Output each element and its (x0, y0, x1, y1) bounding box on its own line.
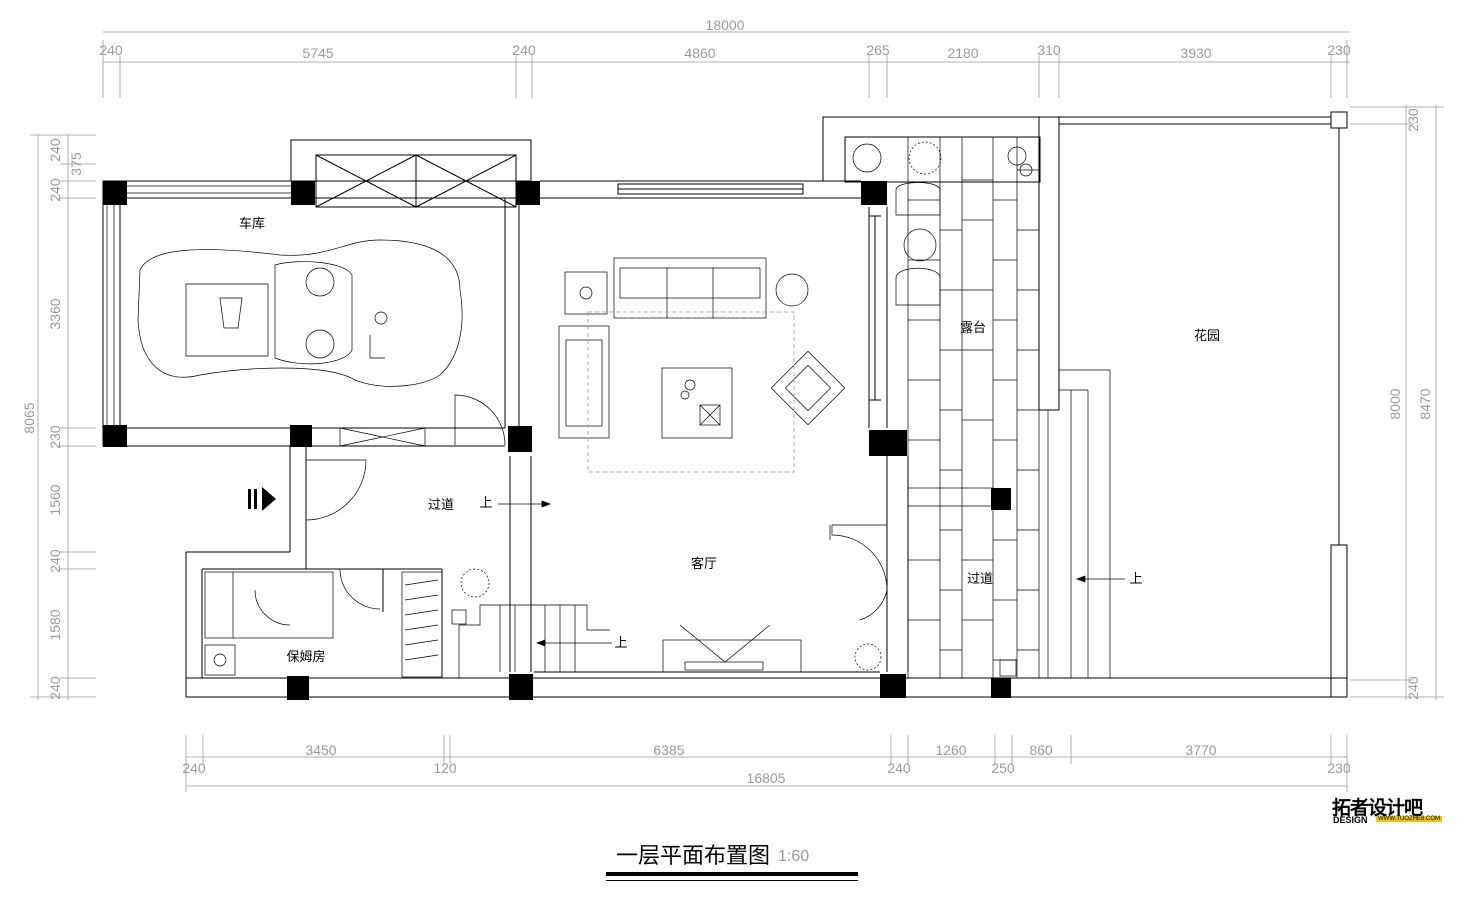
wardrobe-icon (401, 571, 443, 678)
dim-top-2: 5745 (302, 45, 333, 61)
nightstand-icon (204, 644, 236, 676)
top-dimension-chain: 18000 240 5745 240 4860 265 2180 310 393… (99, 17, 1351, 98)
dim-left-1: 240 (47, 138, 63, 162)
dim-bottom-10: 230 (1327, 760, 1351, 776)
drawing-title: 一层平面布置图 (616, 844, 771, 869)
dim-left-2: 375 (68, 152, 84, 176)
side-table-icon (564, 271, 809, 315)
terrace-paving (907, 137, 1111, 678)
dim-right-outer: 8470 (1417, 388, 1433, 419)
dim-top-9: 230 (1327, 42, 1351, 58)
up-label-2: 上 (614, 636, 627, 651)
dim-bottom-6: 240 (182, 760, 206, 776)
dim-top-5: 265 (866, 42, 890, 58)
doors (305, 394, 888, 621)
dim-top-6: 2180 (947, 45, 978, 61)
nanny-room-label: 保姆房 (286, 649, 325, 665)
dim-bottom-1: 3450 (305, 742, 336, 758)
dim-left-9: 240 (47, 676, 63, 700)
dim-right-1: 230 (1405, 108, 1421, 132)
up-label-3: 上 (1129, 572, 1142, 587)
drawing-scale: 1:60 (778, 848, 810, 865)
up-arrows (498, 500, 1125, 647)
rug-outline (587, 311, 795, 473)
dim-left-6: 1560 (47, 484, 63, 515)
dim-top-4: 4860 (684, 45, 715, 61)
drawing-title-block: 一层平面布置图 1:60 (606, 836, 858, 886)
plant-icon (460, 141, 1033, 677)
dim-bottom-7: 120 (433, 760, 457, 776)
dim-right-inner: 8000 (1387, 388, 1403, 419)
dim-right-2: 240 (1405, 676, 1421, 700)
dim-bottom-9: 250 (991, 760, 1015, 776)
dim-bottom-4: 860 (1029, 742, 1053, 758)
dim-top-total: 18000 (706, 17, 745, 33)
dim-left-total: 8065 (21, 402, 37, 433)
corridor-left-label: 过道 (428, 498, 454, 513)
dim-left-3: 240 (47, 178, 63, 202)
title-underline-thick (606, 872, 858, 876)
dim-left-8: 1580 (47, 609, 63, 640)
site-logo: 拓者设计吧 DESIGN WWW.TUOZHE8.COM (1332, 793, 1442, 829)
dim-bottom-5: 3770 (1185, 742, 1216, 758)
dim-top-1: 240 (99, 42, 123, 58)
dim-left-7: 240 (47, 549, 63, 573)
dim-bottom-8: 240 (887, 760, 911, 776)
logo-url: WWW.TUOZHE8.COM (1376, 816, 1442, 822)
up-label-1: 上 (479, 496, 492, 511)
dim-top-3: 240 (512, 42, 536, 58)
terrace-chairs-icon (895, 182, 941, 306)
dim-bottom-total: 16805 (747, 770, 786, 786)
dim-top-7: 310 (1037, 42, 1061, 58)
armchair-icon (770, 350, 846, 426)
garden-label: 花园 (1194, 328, 1220, 344)
left-dimension-chain: 8065 240 375 240 3360 230 1560 240 1580 … (21, 134, 96, 700)
structural-columns (103, 181, 1011, 700)
bed-icon (204, 571, 334, 639)
title-underline-thin (606, 880, 858, 881)
garage-label: 车库 (239, 216, 265, 232)
bottom-dimension-chain: 3450 6385 1260 860 3770 240 120 240 250 … (182, 735, 1351, 792)
tv-cabinet-icon (662, 624, 802, 673)
entrance-arrow-icon (248, 487, 276, 511)
logo-subtext: DESIGN (1333, 815, 1368, 825)
dim-top-8: 3930 (1180, 45, 1211, 61)
staircase-icon (451, 604, 610, 678)
sofa-icon (558, 257, 767, 439)
dim-left-5: 230 (47, 425, 63, 449)
terrace-label: 露台 (960, 321, 986, 336)
logo-text: 拓者设计吧 (1332, 797, 1423, 819)
corridor-right-label: 过道 (967, 572, 993, 587)
coffee-table-icon (661, 367, 733, 439)
car-icon (137, 239, 463, 387)
garage-window (106, 185, 426, 447)
dim-bottom-3: 1260 (935, 742, 966, 758)
right-dimension-chain: 230 8000 8470 240 (1350, 105, 1444, 700)
living-room-label: 客厅 (691, 556, 717, 572)
dim-bottom-2: 6385 (653, 742, 684, 758)
dim-left-4: 3360 (47, 298, 63, 329)
walls (102, 111, 1348, 698)
